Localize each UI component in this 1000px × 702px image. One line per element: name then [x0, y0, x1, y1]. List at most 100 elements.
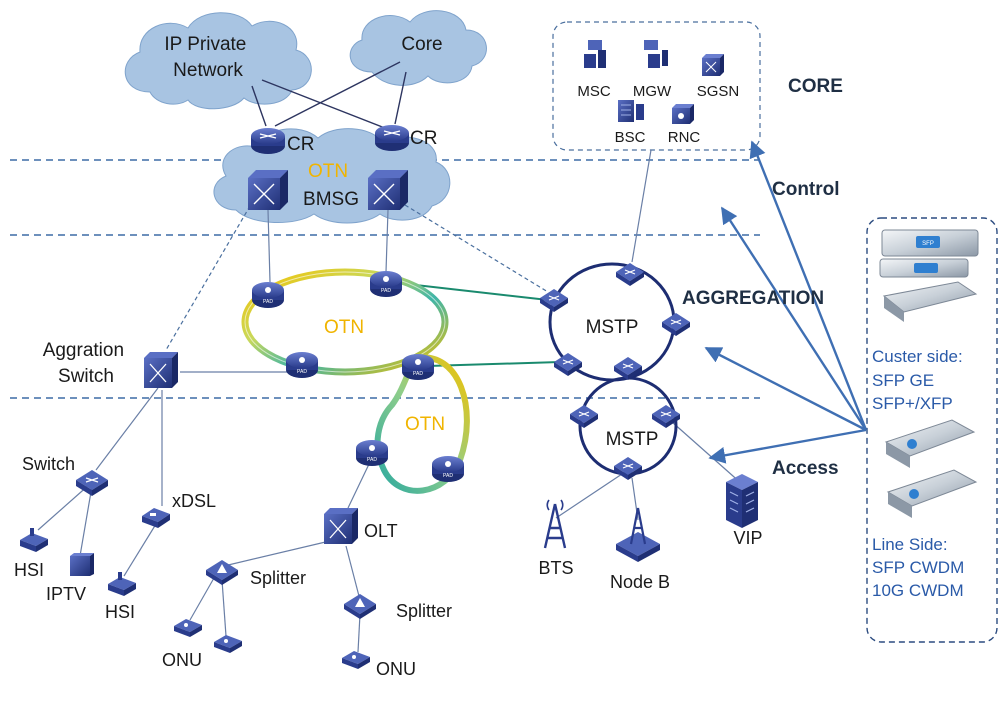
aggregation-switch-label: Aggration Switch — [43, 340, 130, 387]
mstp-node-top-icon — [616, 263, 644, 286]
rnc-label: RNC — [668, 129, 701, 146]
bmsg-otn-label: OTN — [308, 161, 348, 182]
arrow-to-control — [720, 206, 868, 431]
link-mstp-vip — [671, 421, 743, 485]
splitter-left-icon — [206, 560, 238, 585]
link-corebox-mstp — [631, 149, 652, 263]
sfp-module-icon: SFP — [881, 229, 979, 257]
pad-tag: PAD — [443, 473, 453, 479]
switch-label: Switch — [22, 454, 75, 474]
link-mstp-bts — [555, 473, 623, 519]
custer-side-title: Custer side: — [872, 347, 963, 366]
switch-icon — [76, 470, 108, 496]
link-splitter-onu-right — [357, 613, 361, 653]
link-core-cr-left — [274, 61, 401, 127]
xdsl-icon — [142, 508, 170, 528]
link-switch-hsi — [37, 483, 91, 531]
onu-left-b-icon — [214, 635, 242, 653]
cr-right-router-icon — [375, 125, 409, 151]
bts-tower-icon — [543, 499, 567, 549]
ip-private-network-cloud — [124, 12, 312, 110]
mstp-node-bottom-icon — [614, 357, 642, 380]
pad-tag: PAD — [263, 299, 273, 305]
ip-private-network-label: IP Private Network — [164, 34, 251, 81]
link-otn-mstp-top — [397, 282, 549, 301]
onu-left-a-icon — [174, 619, 202, 637]
bts-label: BTS — [538, 558, 573, 578]
otn-router-bottom-left-icon: PAD — [286, 352, 318, 378]
hsi-right-label: HSI — [105, 602, 135, 622]
rnc-icon — [672, 104, 694, 124]
core-cloud — [349, 10, 487, 86]
sgsn-icon — [702, 54, 724, 76]
vip-building-icon — [726, 474, 758, 528]
link-bmsg-right-ring — [385, 209, 389, 273]
aggregation-switch-line1: Aggration — [43, 340, 124, 361]
otn-ring-main — [241, 268, 449, 376]
sfp-module-icon — [882, 281, 978, 322]
custer-side-line1: SFP GE — [872, 371, 934, 390]
node-b-icon — [616, 507, 660, 562]
aggregation-switch-icon — [144, 352, 178, 388]
mstp-node-lower-left-icon — [570, 405, 598, 428]
link-bmsg-aggswitch-dashed — [165, 205, 251, 351]
olt-icon — [324, 508, 358, 544]
mgw-label: MGW — [633, 83, 672, 100]
bmsg-left-device-icon — [248, 170, 288, 210]
hsi-left-icon — [20, 528, 48, 552]
link-switch-iptv — [79, 485, 93, 557]
pad-tag: PAD — [297, 369, 307, 375]
bsc-icon — [618, 100, 644, 122]
link-splitter-onu-b — [221, 579, 227, 637]
xdsl-label: xDSL — [172, 491, 216, 511]
pad-tag: PAD — [413, 371, 423, 377]
link-ipnet-cr-right — [261, 79, 386, 129]
mstp-node-left-icon — [540, 289, 568, 312]
layer-aggregation-label: AGGREGATION — [682, 288, 824, 309]
iptv-label: IPTV — [46, 584, 86, 604]
aggregation-switch-line2: Switch — [58, 366, 114, 387]
link-splitter-onu-a — [189, 577, 215, 621]
layer-control-label: Control — [772, 179, 840, 200]
links — [37, 61, 743, 653]
hsi-right-icon — [108, 572, 136, 596]
olt-label: OLT — [364, 521, 398, 541]
mstp-node-lower-right-icon — [652, 405, 680, 428]
iptv-icon — [70, 553, 94, 576]
splitter-right-label: Splitter — [396, 601, 452, 621]
sgsn-label: SGSN — [697, 83, 740, 100]
arrow-to-access — [708, 428, 867, 464]
link-bmsg-left-ring — [267, 209, 271, 283]
mgw-icon — [644, 40, 668, 68]
msc-icon — [584, 40, 606, 68]
sfp-module-icon — [884, 419, 976, 468]
pad-tag: PAD — [381, 288, 391, 294]
onu-left-label: ONU — [162, 650, 202, 670]
otn-router-top-left-icon: PAD — [252, 282, 284, 308]
layer-access-label: Access — [772, 458, 839, 479]
vip-label: VIP — [733, 528, 762, 548]
line-side-line1: SFP CWDM — [872, 558, 964, 577]
otn-ring-lower — [374, 354, 470, 494]
onu-right-icon — [342, 651, 370, 669]
arrow-to-aggregation — [704, 346, 867, 432]
sfp-module-icon — [886, 469, 978, 518]
mstp-node-right-icon — [662, 313, 690, 336]
link-aggswitch-switch — [95, 387, 159, 471]
mstp-node-bottom-left-icon — [554, 353, 582, 376]
ip-private-network-line1: IP Private — [164, 34, 246, 55]
arrow-to-core — [749, 140, 868, 431]
sfp-module-label: SFP — [922, 241, 934, 247]
cr-right-label: CR — [410, 128, 437, 149]
mstp-lower-label: MSTP — [606, 429, 659, 450]
otn-router-top-right-icon: PAD — [370, 271, 402, 297]
mstp-upper-label: MSTP — [586, 317, 639, 338]
bsc-label: BSC — [615, 129, 646, 146]
cr-left-router-icon — [251, 128, 285, 154]
hsi-left-label: HSI — [14, 560, 44, 580]
sfp-module-icon — [879, 258, 969, 278]
otn-main-label: OTN — [324, 317, 364, 338]
link-core-cr-right — [394, 71, 407, 125]
msc-label: MSC — [577, 83, 611, 100]
